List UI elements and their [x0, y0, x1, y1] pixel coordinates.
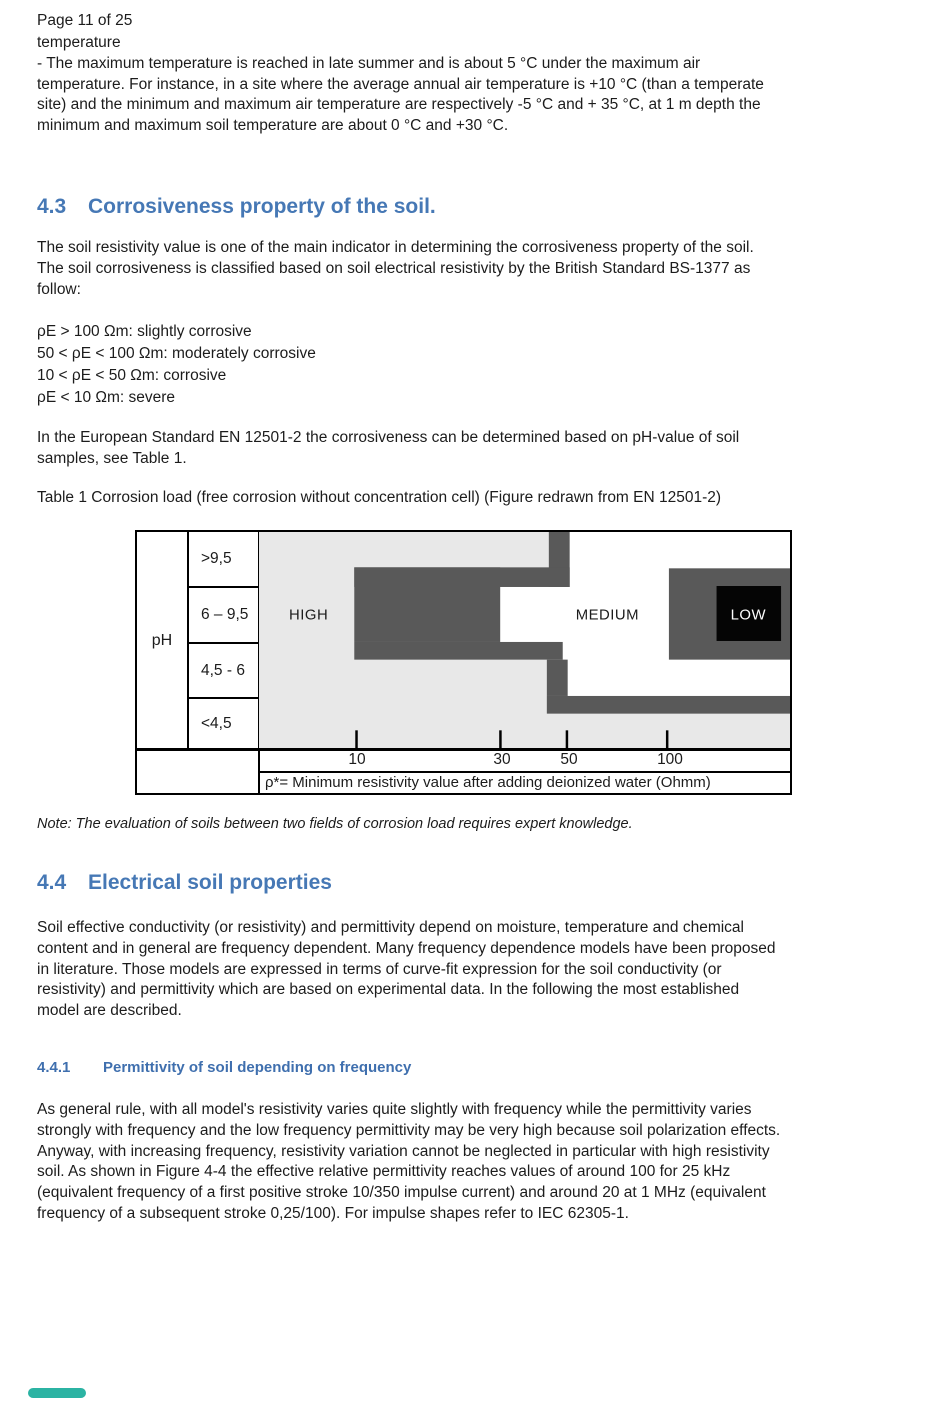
text-line: minimum and maximum soil temperature are…: [37, 117, 509, 135]
boundary-band-segment: [546, 659, 568, 696]
section-title: Electrical soil properties: [88, 871, 332, 894]
zone-medium-label: MEDIUM: [576, 607, 639, 623]
text-line: samples, see Table 1.: [37, 449, 187, 467]
text-line: 50 < ρE < 100 Ωm: moderately corrosive: [37, 345, 316, 362]
ph-range-cell: <4,5: [201, 715, 232, 732]
text-line: frequency of a subsequent stroke 0,25/10…: [37, 1204, 629, 1222]
section-number: 4.4.1: [37, 1059, 71, 1076]
section-4-4-1-heading: 4.4.1 Permittivity of soil depending on …: [37, 1059, 411, 1076]
axis-tick: [355, 730, 358, 748]
boundary-band-segment: [354, 641, 563, 660]
figure-x-axis-caption: ρ*= Minimum resistivity value after addi…: [265, 774, 711, 791]
page-number-header: Page 11 of 25: [37, 12, 133, 29]
caption-divider-line: [258, 771, 790, 773]
text-line: temperature. For instance, in a site whe…: [37, 75, 764, 93]
text-line: The soil resistivity value is one of the…: [37, 239, 754, 256]
row-divider-line: [188, 586, 259, 588]
resistivity-classification-list: ρE > 100 Ωm: slightly corrosive 50 < ρE <…: [37, 321, 316, 409]
table-1-caption: Table 1 Corrosion load (free corrosion w…: [37, 489, 722, 506]
section-4-3-heading: 4.3 Corrosiveness property of the soil.: [37, 195, 436, 219]
text-line: content and in general are frequency dep…: [37, 939, 776, 957]
text-line: (equivalent frequency of a first positiv…: [37, 1184, 766, 1202]
text-line: Soil effective conductivity (or resistiv…: [37, 919, 744, 936]
axis-tick-label: 10: [348, 751, 366, 768]
ph-range-cell: 6 – 9,5: [201, 606, 249, 623]
section-number: 4.4: [37, 871, 67, 894]
zone-low-box: [716, 586, 782, 641]
text-line: The soil corrosiveness is classified bas…: [37, 259, 751, 277]
text-line: ρE < 10 Ωm: severe: [37, 389, 176, 406]
axis-tick-label: 100: [657, 751, 683, 768]
text-line: strongly with frequency and the low freq…: [37, 1121, 781, 1139]
text-line: - The maximum temperature is reached in …: [37, 54, 701, 72]
boundary-band-segment: [354, 567, 501, 642]
text-line: temperature: [37, 34, 121, 51]
zone-plot-svg: HIGH MEDIUM LOW: [259, 532, 790, 748]
page-progress-indicator: [28, 1388, 86, 1398]
text-line: 10 < ρE < 50 Ωm: corrosive: [37, 367, 227, 384]
axis-tick: [499, 730, 502, 748]
text-line: soil. As shown in Figure 4-4 the effecti…: [37, 1163, 731, 1181]
en-standard-paragraph: In the European Standard EN 12501-2 the …: [37, 428, 739, 470]
figure-grid: pH >9,5 6 – 9,5 4,5 - 6 <4,5: [137, 532, 790, 793]
corrosion-zone-plot: HIGH MEDIUM LOW: [259, 532, 790, 748]
corrosion-load-figure: pH >9,5 6 – 9,5 4,5 - 6 <4,5: [135, 530, 792, 795]
electrical-properties-paragraph: Soil effective conductivity (or resistiv…: [37, 918, 776, 1022]
text-line: model are described.: [37, 1002, 182, 1020]
ph-range-cell: >9,5: [201, 550, 232, 567]
zone-high-label: HIGH: [289, 607, 328, 623]
row-divider-line: [188, 642, 259, 644]
text-line: in literature. Those models are expresse…: [37, 960, 722, 978]
text-line: ρE > 100 Ωm: slightly corrosive: [37, 323, 252, 340]
intro-paragraph: temperature - The maximum temperature is …: [37, 33, 764, 137]
section-4-4-heading: 4.4 Electrical soil properties: [37, 871, 332, 895]
axis-baseline: [137, 748, 790, 751]
section-number: 4.3: [37, 195, 67, 218]
figure-note: Note: The evaluation of soils between tw…: [37, 816, 633, 832]
axis-tick-label: 30: [493, 751, 511, 768]
section-title: Permittivity of soil depending on freque…: [103, 1059, 412, 1076]
text-line: As general rule, with all model's resist…: [37, 1101, 752, 1118]
axis-tick: [665, 730, 669, 748]
ph-axis-label: pH: [151, 632, 173, 649]
column-divider-line: [187, 532, 189, 750]
corrosiveness-paragraph: The soil resistivity value is one of the…: [37, 238, 754, 300]
text-line: resistivity) and permittivity which are …: [37, 981, 740, 999]
ph-range-cell: 4,5 - 6: [201, 661, 245, 679]
text-line: Anyway, with increasing frequency, resis…: [37, 1142, 770, 1160]
zone-low-label: LOW: [731, 607, 766, 623]
text-line: site) and the minimum and maximum air te…: [37, 96, 761, 114]
section-title: Corrosiveness property of the soil.: [88, 195, 436, 218]
axis-tick-label: 50: [560, 751, 578, 768]
permittivity-paragraph: As general rule, with all model's resist…: [37, 1100, 780, 1225]
boundary-band-segment: [546, 695, 790, 714]
text-line: In the European Standard EN 12501-2 the …: [37, 429, 740, 446]
row-divider-line: [188, 697, 259, 699]
text-line: follow:: [37, 280, 81, 298]
axis-tick: [565, 730, 569, 748]
